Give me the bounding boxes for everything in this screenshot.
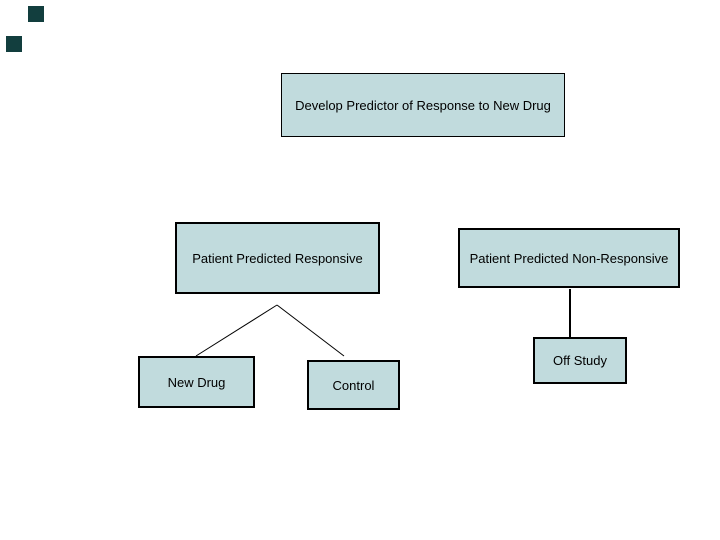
predicted-responsive-box: Patient Predicted Responsive xyxy=(175,222,380,294)
decor-square-top xyxy=(28,6,44,22)
develop-predictor-label: Develop Predictor of Response to New Dru… xyxy=(295,97,551,113)
connector-responsive-to-control xyxy=(276,304,345,357)
decor-square-bottom xyxy=(6,36,22,52)
control-box: Control xyxy=(307,360,400,410)
predicted-responsive-label: Patient Predicted Responsive xyxy=(192,250,363,266)
new-drug-label: New Drug xyxy=(167,374,226,390)
predicted-non-responsive-box: Patient Predicted Non-Responsive xyxy=(458,228,680,288)
off-study-box: Off Study xyxy=(533,337,627,384)
control-label: Control xyxy=(332,377,375,393)
off-study-label: Off Study xyxy=(553,353,607,368)
predicted-non-responsive-label: Patient Predicted Non-Responsive xyxy=(469,250,669,266)
develop-predictor-box: Develop Predictor of Response to New Dru… xyxy=(281,73,565,137)
new-drug-box: New Drug xyxy=(138,356,255,408)
connector-responsive-to-newdrug xyxy=(195,304,278,357)
